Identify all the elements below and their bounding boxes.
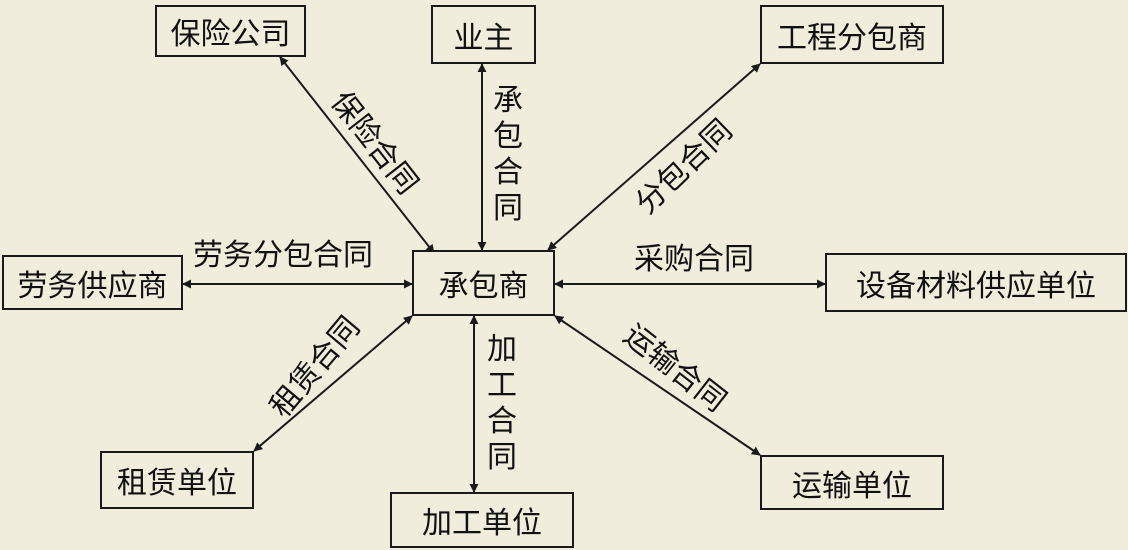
node-insurance-company: 保险公司	[155, 5, 306, 57]
label-contracting-contract: 承包合同	[493, 83, 523, 226]
node-labor-supplier: 劳务供应商	[2, 255, 183, 310]
node-contractor: 承包商	[412, 250, 555, 316]
arrow-transport	[554, 315, 761, 456]
node-processing-unit: 加工单位	[390, 492, 574, 548]
node-leasing-unit: 租赁单位	[100, 451, 254, 509]
node-engineering-subcontractor: 工程分包商	[760, 5, 944, 64]
arrow-subcontractor	[547, 63, 761, 251]
arrow-insurance	[279, 56, 435, 254]
label-processing-contract: 加工合同	[487, 332, 517, 475]
label-purchase-contract: 采购合同	[634, 242, 754, 277]
node-transport-unit: 运输单位	[760, 455, 944, 510]
label-labor-subcontract: 劳务分包合同	[193, 238, 373, 273]
arrow-leasing	[253, 315, 413, 452]
node-owner: 业主	[431, 5, 536, 64]
node-equipment-material-supplier: 设备材料供应单位	[825, 253, 1127, 312]
